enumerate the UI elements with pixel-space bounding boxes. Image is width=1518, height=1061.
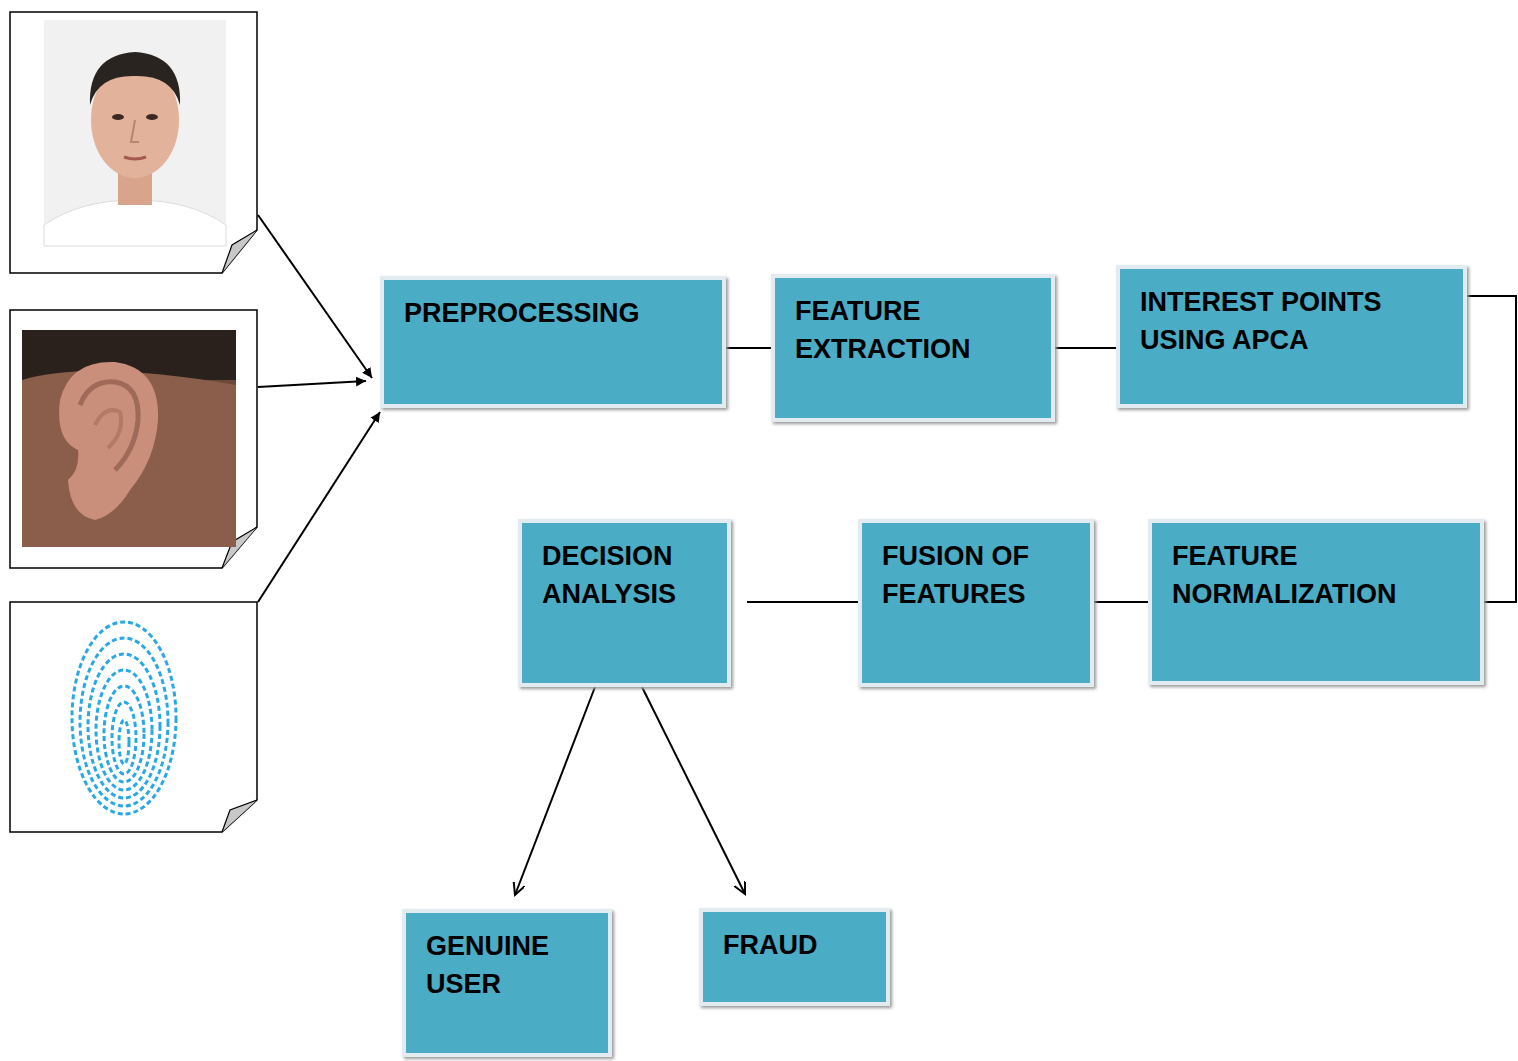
process-box: FEATURE EXTRACTION <box>771 274 1055 422</box>
process-box: FEATURE NORMALIZATION <box>1148 519 1484 685</box>
ear-page <box>10 310 257 568</box>
connector <box>515 687 595 895</box>
box-label: FEATURE NORMALIZATION <box>1172 537 1466 613</box>
process-box: PREPROCESSING <box>380 276 726 408</box>
face-page <box>10 12 257 273</box>
box-label: FRAUD <box>723 926 872 964</box>
process-box: INTEREST POINTS USING APCA <box>1116 265 1467 408</box>
box-label: GENUINE USER <box>426 927 594 1003</box>
process-box: GENUINE USER <box>402 909 612 1057</box>
box-label: INTEREST POINTS USING APCA <box>1140 283 1449 359</box>
process-box: DECISION ANALYSIS <box>518 519 731 687</box>
box-label: FUSION OF FEATURES <box>882 537 1076 613</box>
connector <box>642 687 745 894</box>
input-arrows <box>258 215 380 602</box>
connector <box>1094 601 1148 603</box>
process-box: FUSION OF FEATURES <box>858 519 1094 687</box>
process-box: FRAUD <box>699 908 890 1006</box>
box-label: PREPROCESSING <box>404 294 708 332</box>
box-label: DECISION ANALYSIS <box>542 537 713 613</box>
connector <box>747 601 858 603</box>
connector <box>726 347 771 349</box>
fingerprint-page <box>10 602 257 832</box>
box-label: FEATURE EXTRACTION <box>795 292 1037 368</box>
connector <box>1055 347 1116 349</box>
